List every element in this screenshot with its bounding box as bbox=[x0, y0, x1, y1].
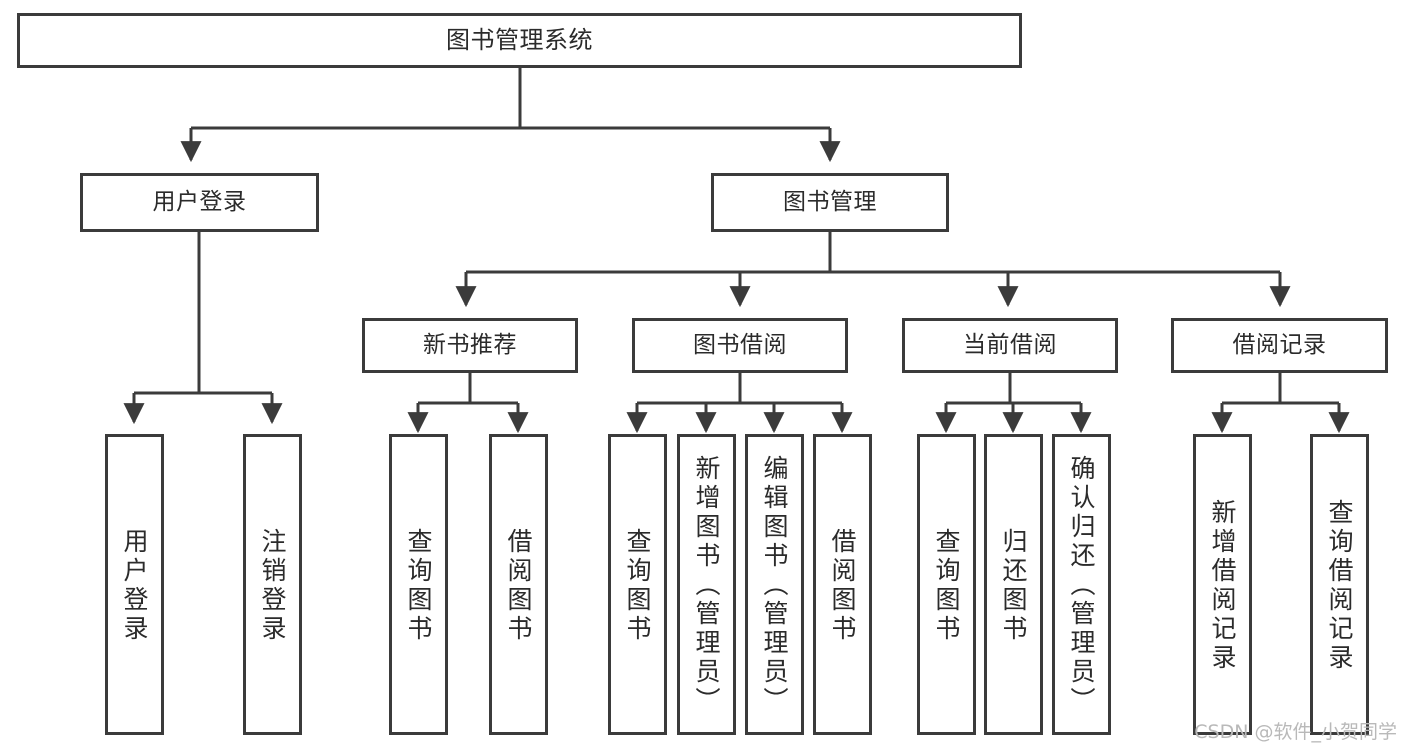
node-book-management[interactable]: 图书管理 bbox=[711, 173, 949, 232]
node-label: 归还图书 bbox=[999, 527, 1028, 644]
leaf-edit-book-admin[interactable]: 编辑图书（管理员） bbox=[745, 434, 804, 735]
node-user-login[interactable]: 用户登录 bbox=[80, 173, 319, 232]
leaf-borrow-book[interactable]: 借阅图书 bbox=[813, 434, 872, 735]
node-label: 查询借阅记录 bbox=[1325, 498, 1354, 673]
leaf-query-book-recommend[interactable]: 查询图书 bbox=[389, 434, 448, 735]
leaf-add-borrow-record[interactable]: 新增借阅记录 bbox=[1193, 434, 1252, 735]
leaf-query-book-borrow[interactable]: 查询图书 bbox=[608, 434, 667, 735]
node-label: 图书管理 bbox=[783, 188, 877, 215]
node-label: 新增图书（管理员） bbox=[692, 455, 721, 716]
node-label: 借阅图书 bbox=[828, 527, 857, 644]
node-new-book-recommend[interactable]: 新书推荐 bbox=[362, 318, 578, 373]
node-label: 图书借阅 bbox=[693, 331, 787, 358]
leaf-borrow-book-recommend[interactable]: 借阅图书 bbox=[489, 434, 548, 735]
node-label: 确认归还（管理员） bbox=[1067, 455, 1096, 716]
leaf-return-book[interactable]: 归还图书 bbox=[984, 434, 1043, 735]
node-label: 查询图书 bbox=[623, 527, 652, 644]
node-label: 用户登录 bbox=[152, 188, 247, 215]
watermark: CSDN @软件_小贺同学 bbox=[1194, 721, 1397, 743]
node-label: 当前借阅 bbox=[963, 331, 1057, 358]
leaf-confirm-return-admin[interactable]: 确认归还（管理员） bbox=[1052, 434, 1111, 735]
node-label: 用户登录 bbox=[120, 527, 149, 644]
node-label: 查询图书 bbox=[404, 527, 433, 644]
node-current-borrow[interactable]: 当前借阅 bbox=[902, 318, 1118, 373]
leaf-add-book-admin[interactable]: 新增图书（管理员） bbox=[677, 434, 736, 735]
leaf-logout[interactable]: 注销登录 bbox=[243, 434, 302, 735]
node-label: 查询图书 bbox=[932, 527, 961, 644]
node-label: 新增借阅记录 bbox=[1208, 498, 1237, 673]
leaf-query-book-current[interactable]: 查询图书 bbox=[917, 434, 976, 735]
node-borrow-record[interactable]: 借阅记录 bbox=[1171, 318, 1388, 373]
node-label: 注销登录 bbox=[258, 527, 287, 644]
node-root-system[interactable]: 图书管理系统 bbox=[17, 13, 1022, 68]
node-label: 借阅图书 bbox=[504, 527, 533, 644]
node-label: 编辑图书（管理员） bbox=[760, 455, 789, 716]
leaf-query-borrow-record[interactable]: 查询借阅记录 bbox=[1310, 434, 1369, 735]
node-book-borrow[interactable]: 图书借阅 bbox=[632, 318, 848, 373]
node-label: 借阅记录 bbox=[1232, 331, 1327, 358]
leaf-user-login[interactable]: 用户登录 bbox=[105, 434, 164, 735]
node-label: 图书管理系统 bbox=[446, 26, 593, 55]
node-label: 新书推荐 bbox=[423, 331, 517, 358]
